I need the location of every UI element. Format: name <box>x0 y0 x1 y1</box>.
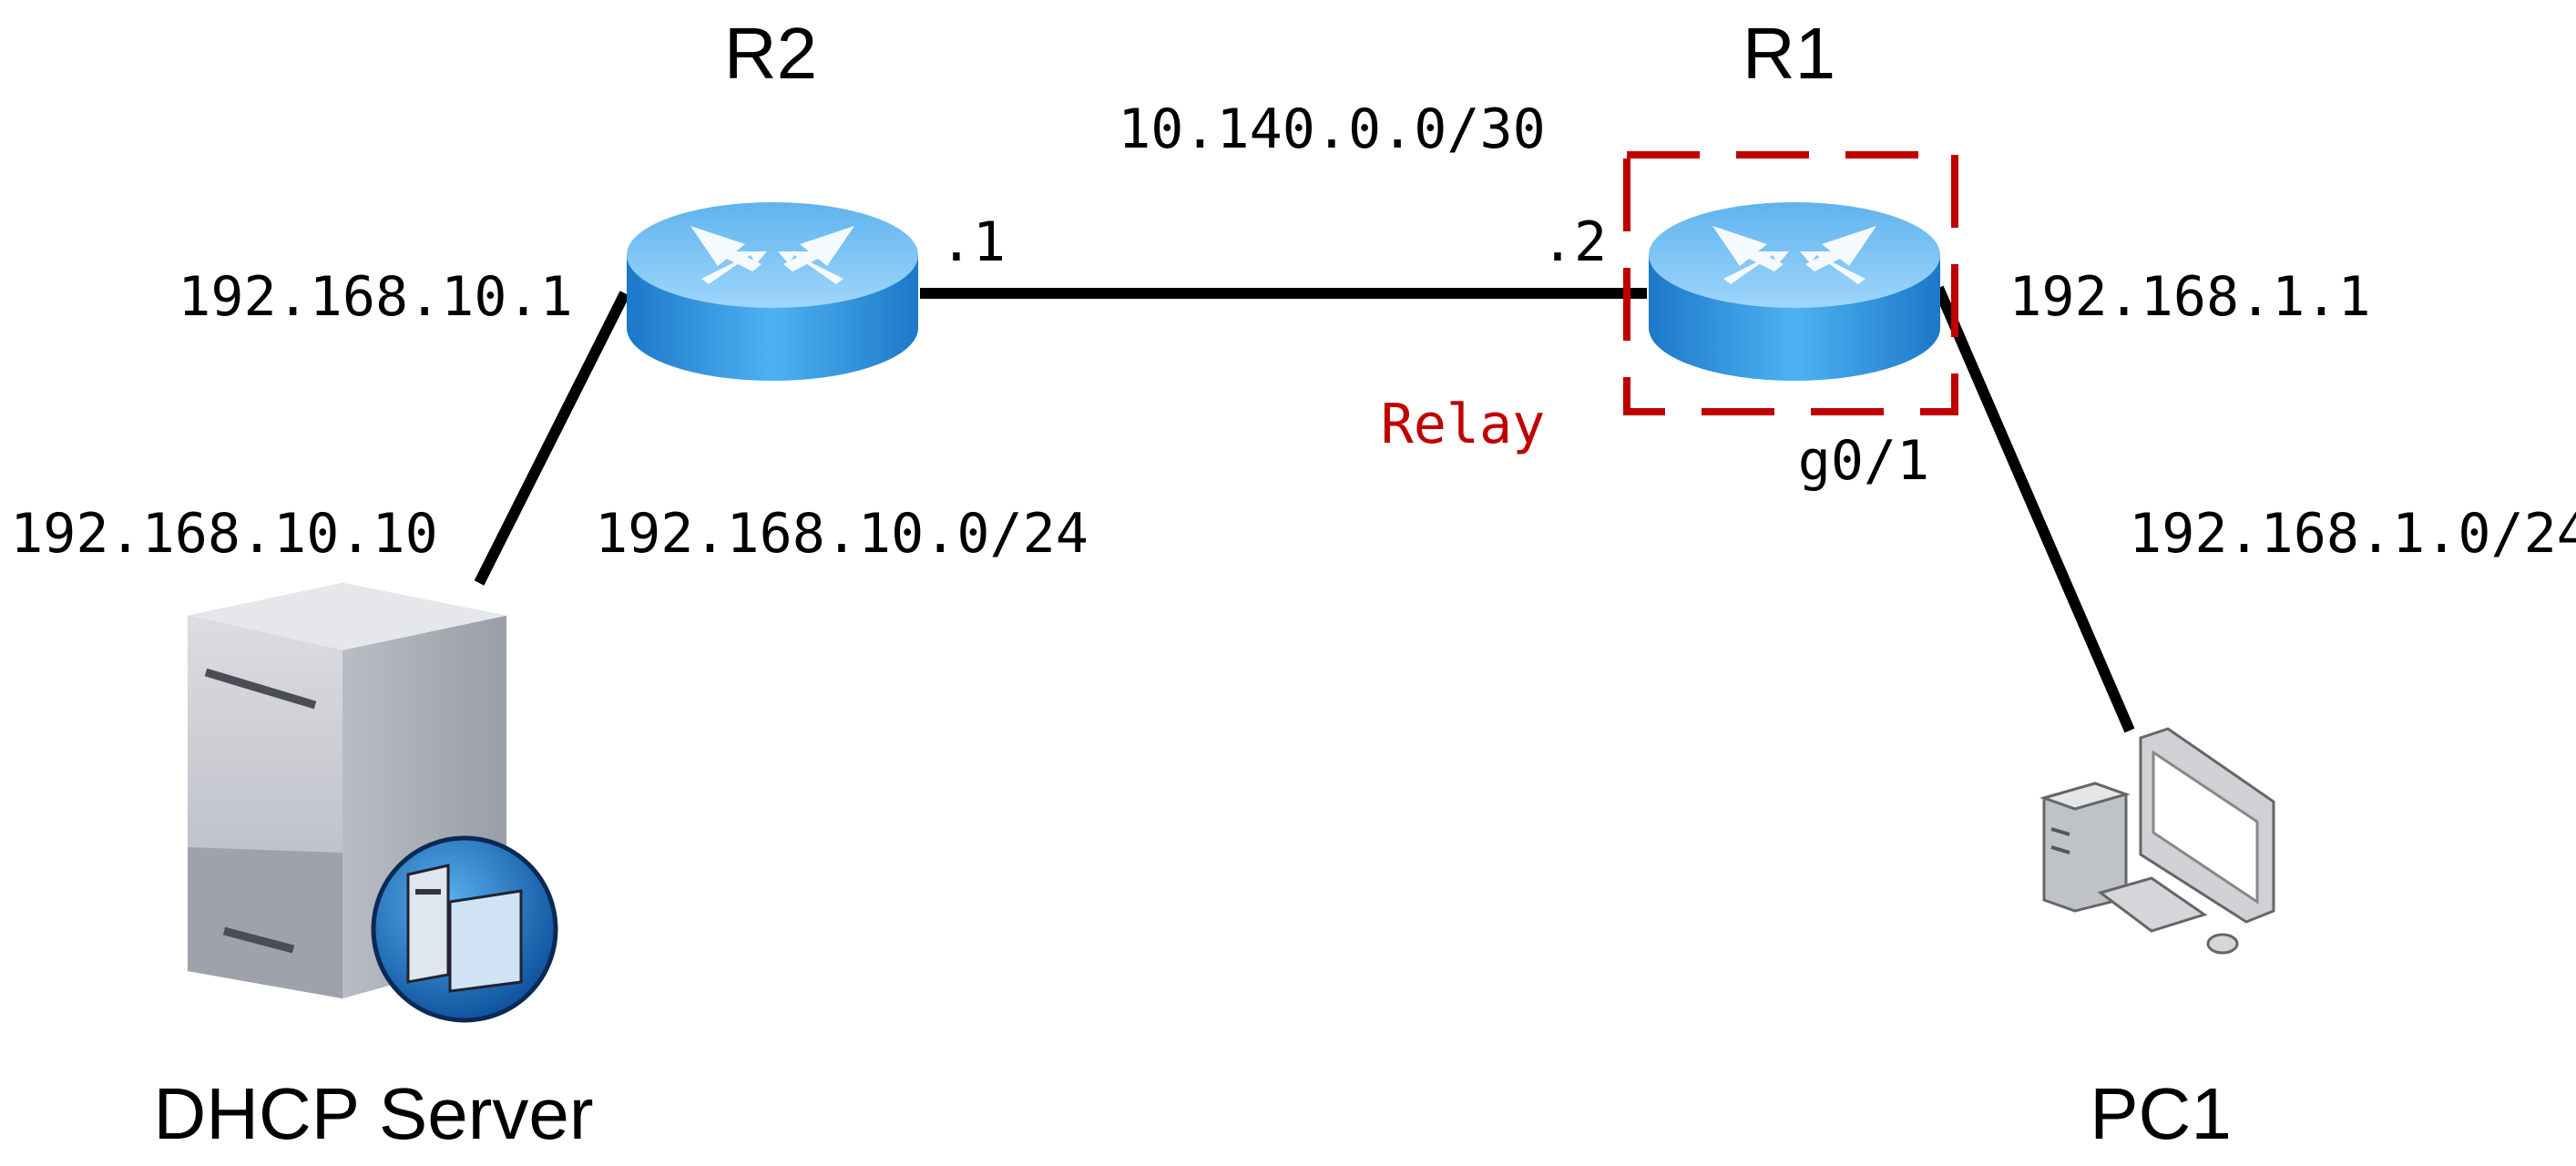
node-label-r2: R2 <box>724 13 817 94</box>
pc1[interactable] <box>2039 727 2275 955</box>
pc-network-label: 192.168.1.0/24 <box>2129 502 2576 566</box>
link-r2-server <box>474 291 630 586</box>
server-ip-label: 192.168.10.10 <box>10 502 438 566</box>
server-icon <box>188 583 558 1023</box>
node-label-pc1: PC1 <box>2090 1073 2232 1154</box>
r2-lan-ip-label: 192.168.10.1 <box>178 265 572 329</box>
r2-transit-ip-label: .1 <box>940 210 1006 274</box>
transit-network-label: 10.140.0.0/30 <box>1118 97 1546 161</box>
relay-box <box>1623 151 1958 415</box>
router-icon <box>627 202 918 381</box>
node-label-dhcp-server: DHCP Server <box>153 1073 593 1154</box>
relay-label: Relay <box>1381 393 1546 456</box>
r1-lan-ip-label: 192.168.1.1 <box>2009 265 2370 329</box>
node-label-r1: R1 <box>1743 13 1835 94</box>
r1-transit-ip-label: .2 <box>1541 210 1607 274</box>
links <box>474 285 2135 733</box>
desktop-computer-icon <box>2039 727 2275 955</box>
router-icon <box>1649 202 1940 381</box>
router-r1[interactable] <box>1649 202 1940 381</box>
server-network-label: 192.168.10.0/24 <box>595 502 1089 566</box>
dhcp-server[interactable] <box>188 583 558 1023</box>
router-r2[interactable] <box>627 202 918 381</box>
r1-interface-label: g0/1 <box>1798 429 1930 493</box>
link-r1-pc1 <box>1933 285 2135 733</box>
